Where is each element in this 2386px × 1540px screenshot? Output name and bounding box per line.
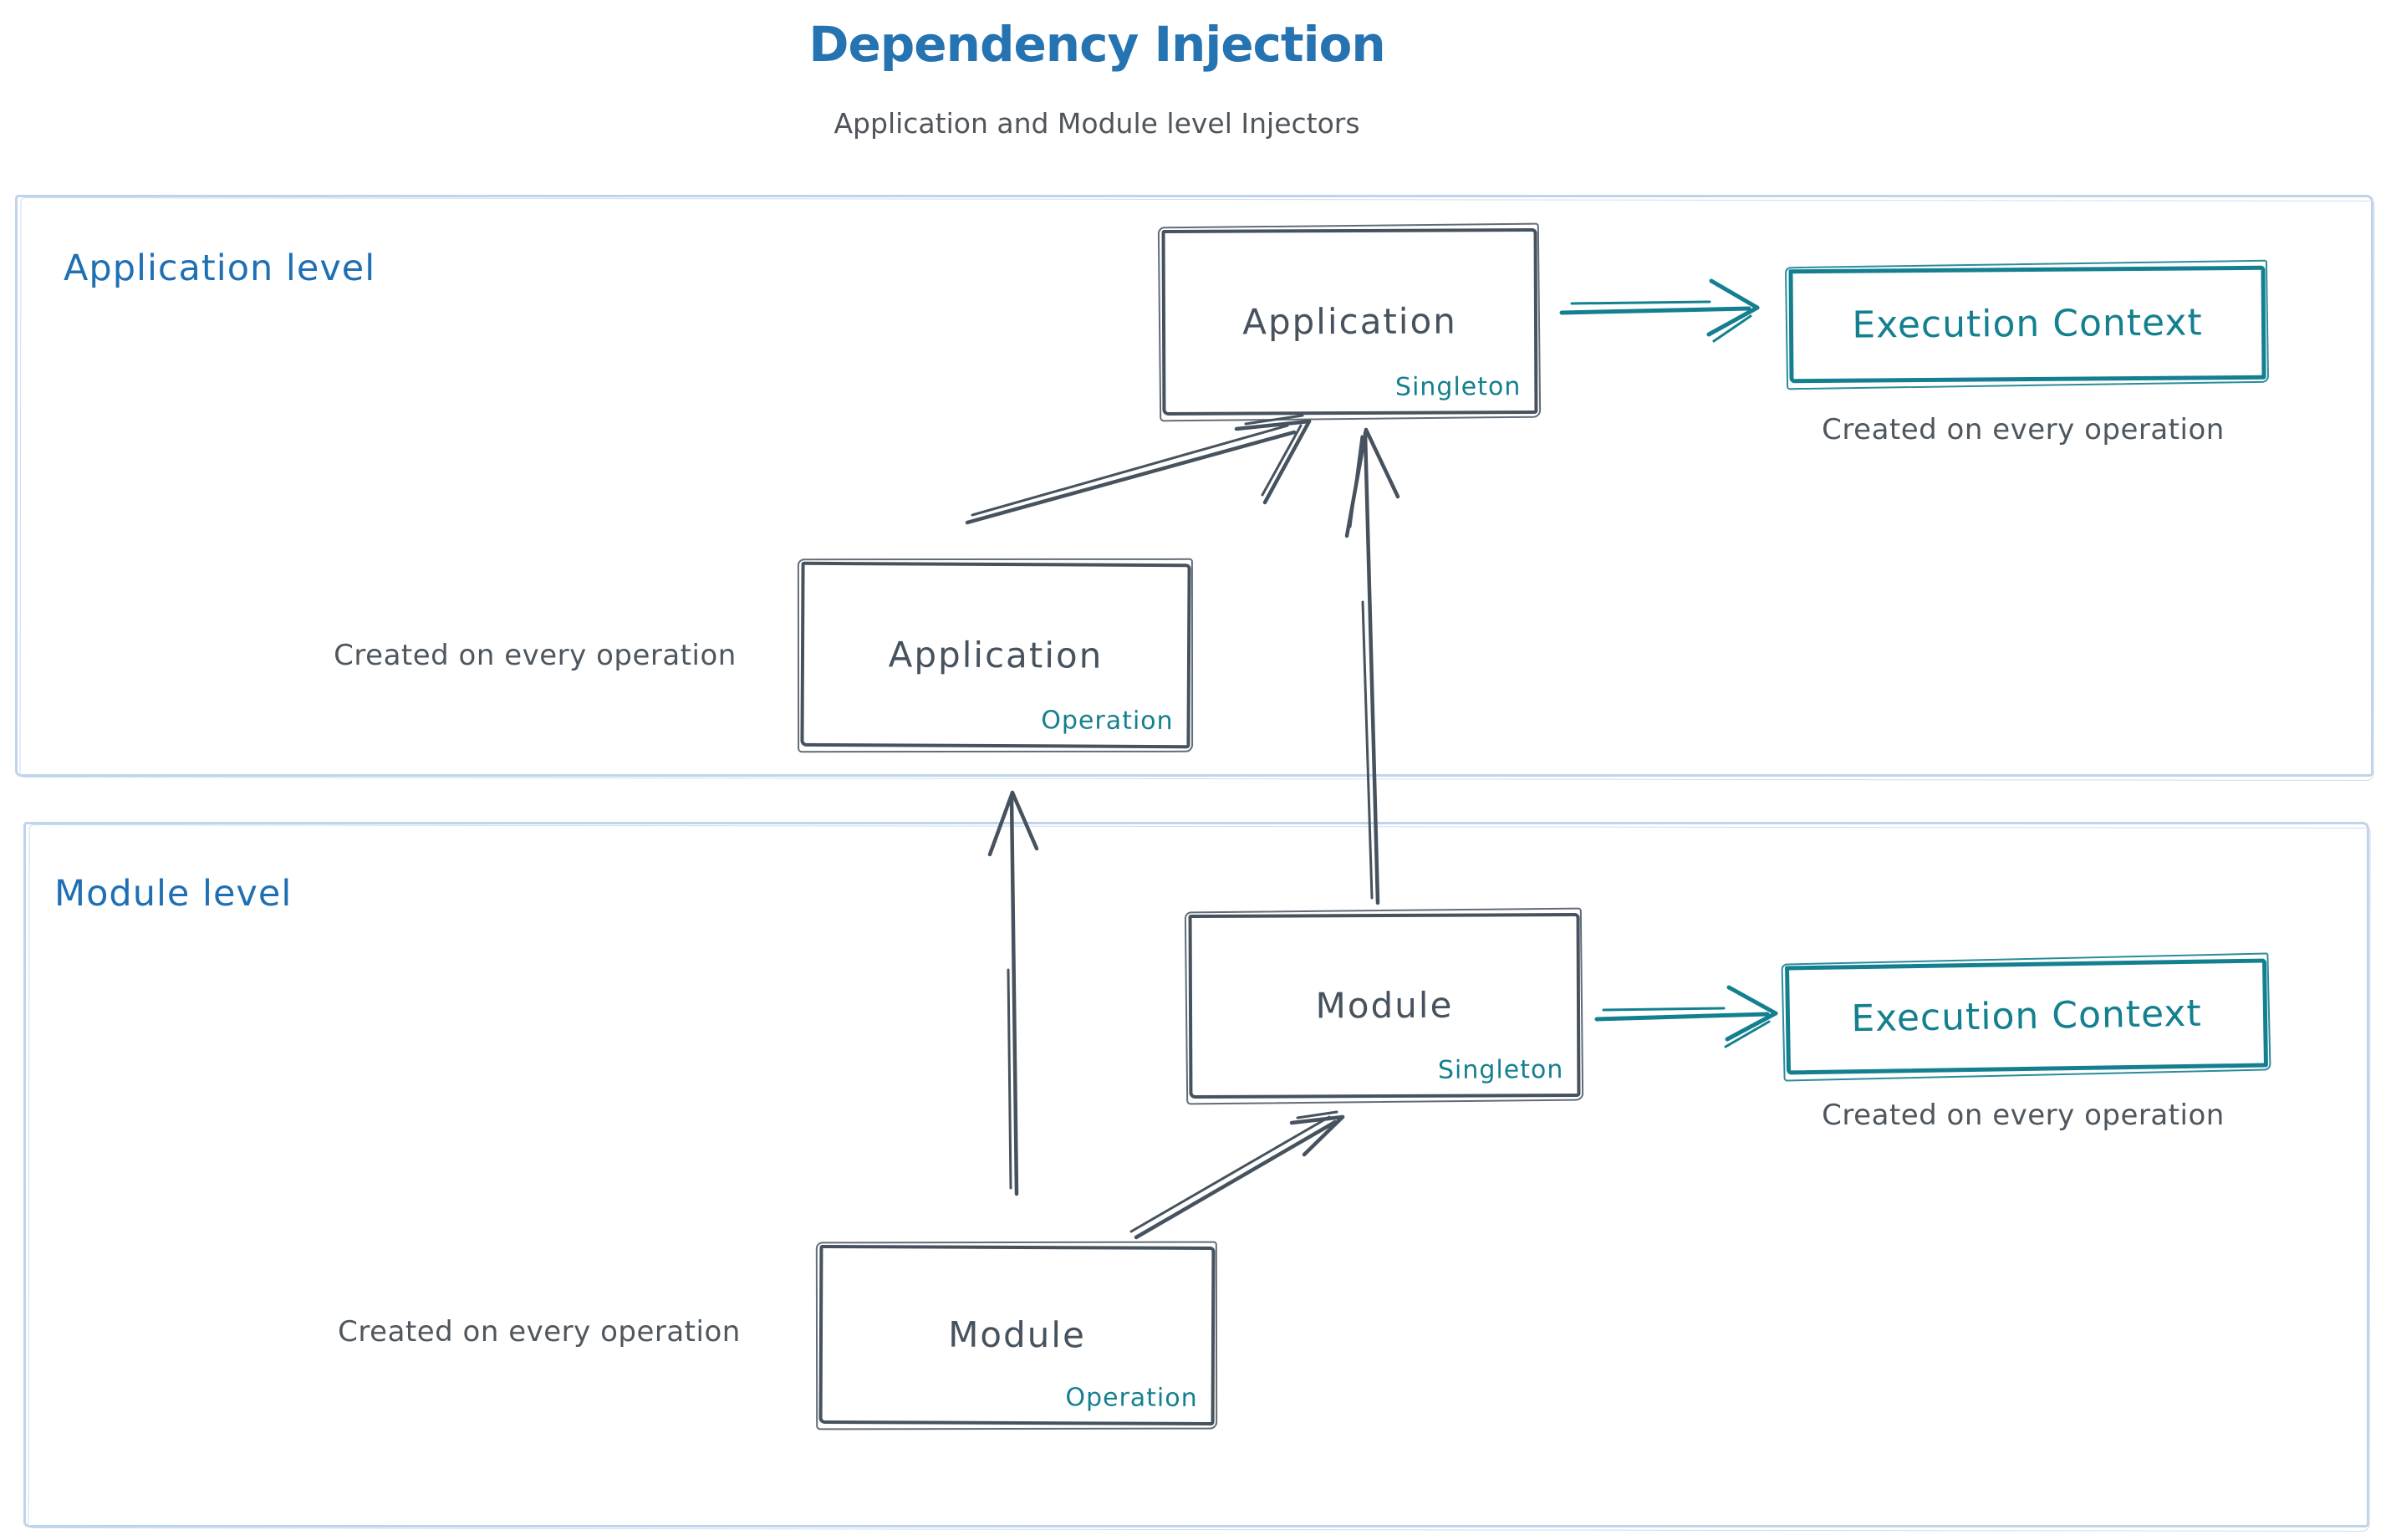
execution-context-label: Execution Context — [1850, 992, 2203, 1041]
node-scope-badge: Singleton — [1394, 372, 1522, 402]
node-title: Module — [1315, 984, 1454, 1027]
node-application-singleton: Application Singleton — [1161, 228, 1538, 416]
node-module-operation: Module Operation — [818, 1244, 1216, 1426]
caption-application-operation: Created on every operation — [334, 639, 737, 672]
caption-execution-context-module: Created on every operation — [1822, 1099, 2225, 1132]
page-subtitle: Application and Module level Injectors — [834, 107, 1360, 140]
execution-context-label: Execution Context — [1852, 301, 2203, 347]
caption-execution-context-application: Created on every operation — [1822, 413, 2225, 446]
node-scope-badge: Operation — [1041, 706, 1174, 737]
node-title: Application — [888, 633, 1104, 676]
execution-context-box-application: Execution Context — [1788, 265, 2266, 384]
section-label-module-level: Module level — [54, 873, 293, 915]
node-module-singleton: Module Singleton — [1188, 912, 1581, 1099]
node-scope-badge: Singleton — [1437, 1055, 1564, 1085]
caption-module-operation: Created on every operation — [338, 1315, 741, 1349]
node-title: Application — [1242, 300, 1457, 343]
node-scope-badge: Operation — [1065, 1383, 1198, 1413]
section-module-level: Module level — [23, 822, 2369, 1527]
page-title: Dependency Injection — [808, 16, 1385, 73]
section-application-level: Application level — [15, 195, 2373, 777]
execution-context-box-module: Execution Context — [1785, 958, 2268, 1075]
section-label-application-level: Application level — [64, 247, 376, 289]
node-application-operation: Application Operation — [800, 561, 1191, 749]
node-title: Module — [948, 1313, 1086, 1356]
